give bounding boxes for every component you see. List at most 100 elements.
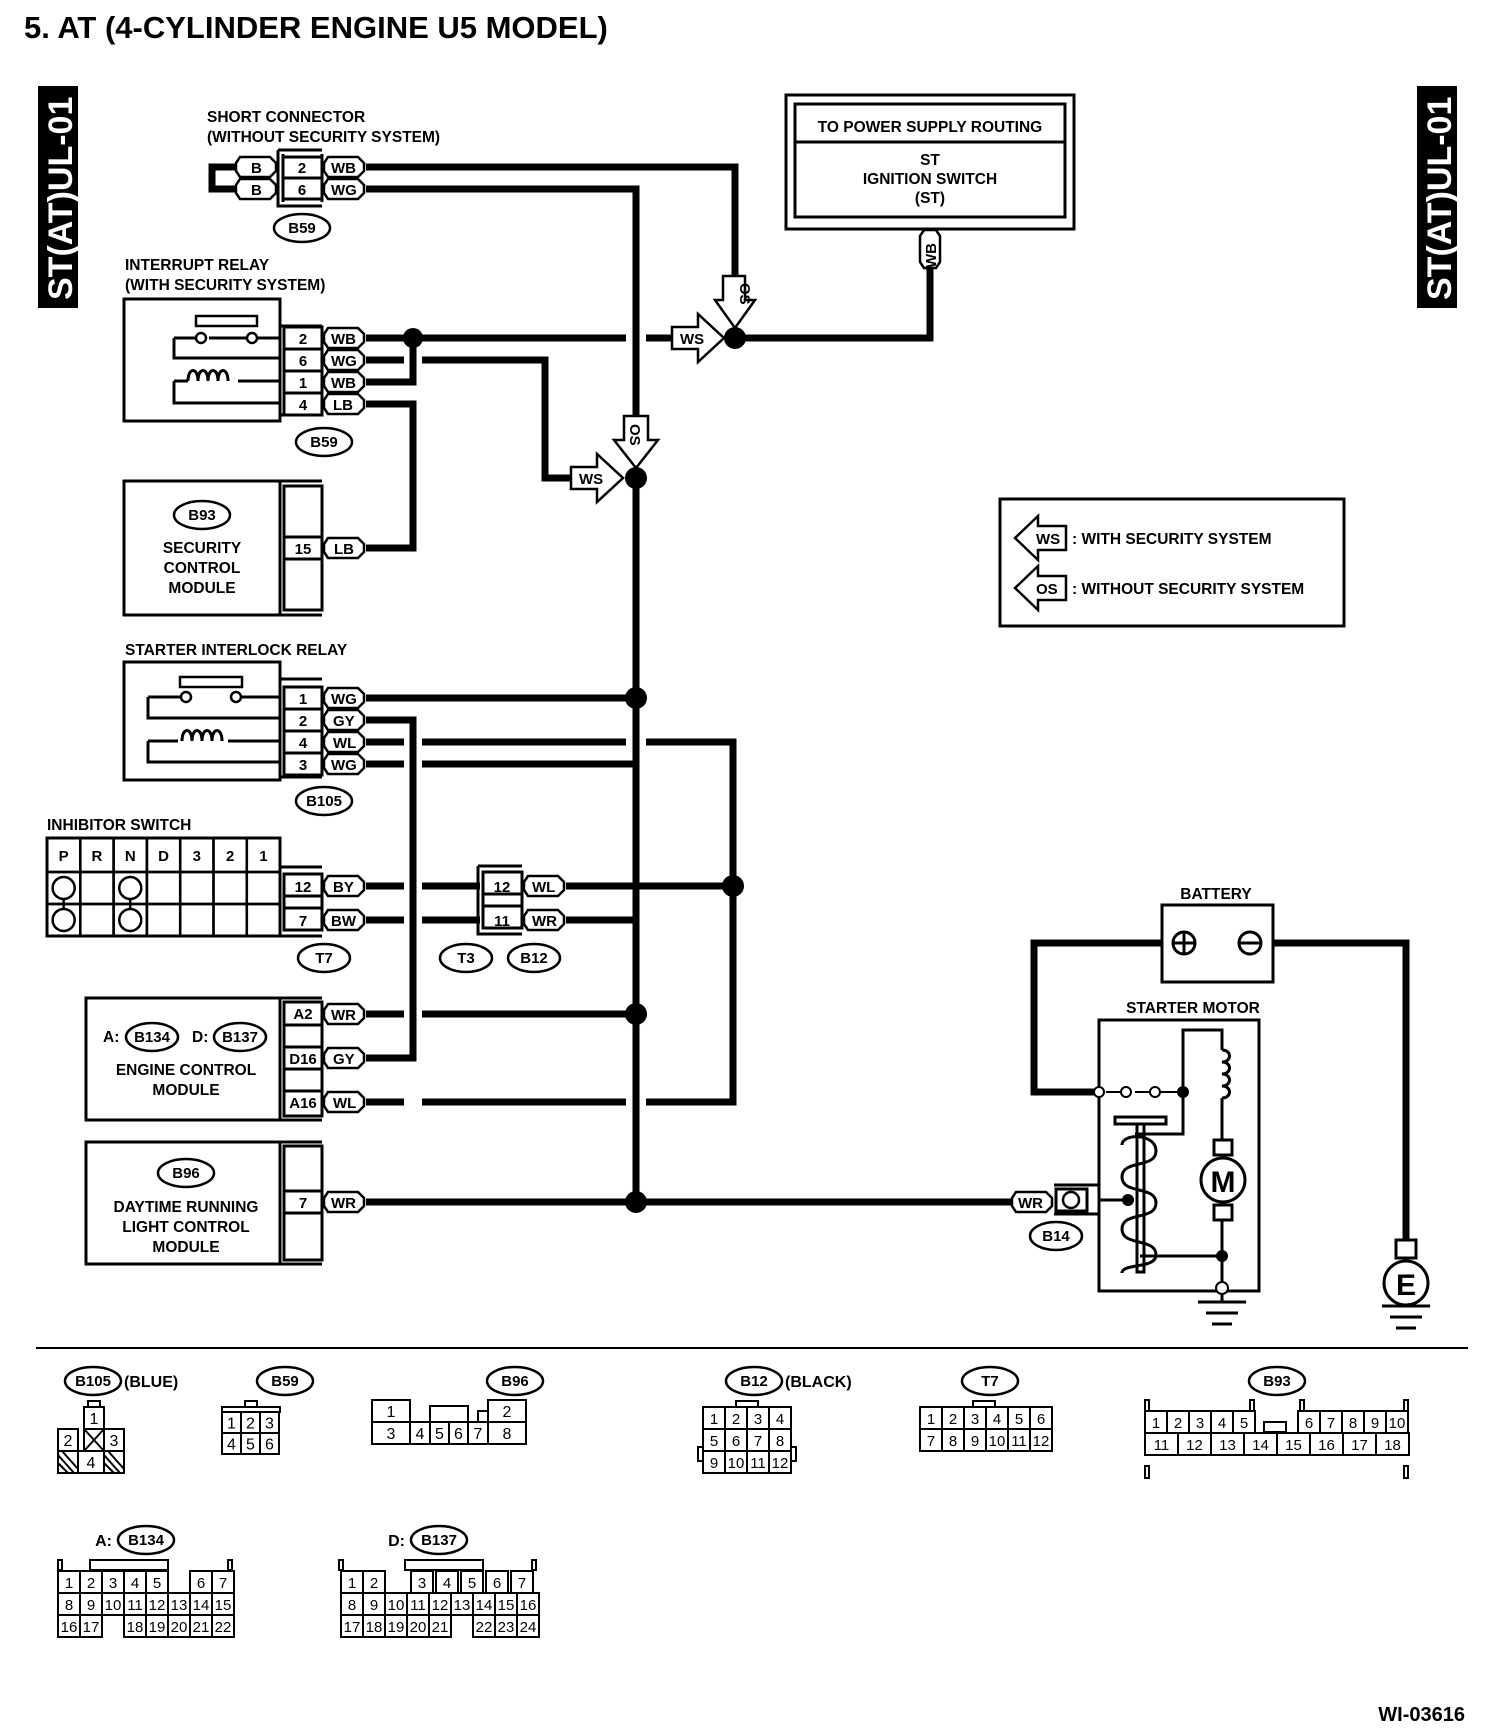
- connector-pin-number: 5: [1240, 1415, 1248, 1432]
- connector-pin-number: 1: [90, 1411, 99, 1428]
- wire-color-tag: LB: [334, 541, 354, 558]
- pin-number: 6: [298, 182, 306, 199]
- connector-pin-number: 19: [149, 1619, 166, 1636]
- wire-color-tag: WB: [331, 160, 356, 177]
- motor-icon: [1199, 1156, 1247, 1204]
- connector-pin-number: 18: [366, 1619, 383, 1636]
- power-supply-header: TO POWER SUPPLY ROUTING: [818, 119, 1043, 136]
- joint-connector: 12 11 WL WR T3 B12: [438, 864, 566, 974]
- junction-dot: [722, 875, 744, 897]
- battery: BATTERY: [1160, 886, 1275, 984]
- connector-pin-number: 4: [416, 1426, 425, 1443]
- shift-position-label: 2: [226, 848, 234, 865]
- connector-pin-number: 4: [993, 1411, 1001, 1428]
- connector-id: B93: [188, 507, 216, 524]
- junction-dot: [625, 1003, 647, 1025]
- connector-prefix: D:: [388, 1533, 405, 1550]
- connector-pin-number: 17: [83, 1619, 100, 1636]
- connector-id: B12: [740, 1373, 768, 1390]
- connector-pin-number: 21: [432, 1619, 449, 1636]
- connector-pin-number: 7: [927, 1433, 935, 1450]
- connector-pin-number: 21: [193, 1619, 210, 1636]
- connector-id: T7: [315, 950, 333, 967]
- connector-pin-number: 16: [520, 1597, 537, 1614]
- shift-position-label: D: [158, 848, 169, 865]
- wire-color-tag: WR: [1018, 1195, 1043, 1212]
- svg-text:OS: OS: [736, 283, 753, 305]
- connector-pin-number: 1: [387, 1404, 396, 1421]
- connector-pin-number: 11: [127, 1597, 143, 1614]
- wire-color-tag: GY: [333, 713, 355, 730]
- connector-pin-number: 9: [370, 1597, 378, 1614]
- wire-color-tag: WB: [331, 331, 356, 348]
- power-supply-st: ST: [920, 152, 940, 169]
- connector-pin-number: 5: [468, 1575, 476, 1592]
- connector-pin-number: 16: [61, 1619, 78, 1636]
- wire-color-tag: GY: [333, 1051, 355, 1068]
- module-label: MODULE: [152, 1082, 219, 1099]
- connector-pin-number: 15: [215, 1597, 232, 1614]
- connector-pin-number: 14: [476, 1597, 493, 1614]
- connector-pin-cell: [487, 1421, 527, 1445]
- pin-number: 2: [299, 713, 307, 730]
- connector-pin-number: 3: [1196, 1415, 1204, 1432]
- junction-dot: [625, 1191, 647, 1213]
- connector-pin-number: 18: [1384, 1437, 1401, 1454]
- connector-id: B105: [306, 793, 342, 810]
- wire-color-tag: BY: [333, 879, 354, 896]
- connector-color-note: (BLUE): [124, 1374, 178, 1391]
- connector-pin-number: 14: [193, 1597, 210, 1614]
- connector-id: B105: [75, 1373, 111, 1390]
- pin-number: 1: [299, 375, 307, 392]
- connector-id: B59: [310, 434, 338, 451]
- wire-color-tag: WB: [923, 243, 940, 268]
- connector-pin-number: 3: [109, 1575, 117, 1592]
- starter-interlock-relay-label: STARTER INTERLOCK RELAY: [125, 642, 348, 659]
- connector-pin-number: 20: [410, 1619, 427, 1636]
- page-title: 5. AT (4-CYLINDER ENGINE U5 MODEL): [24, 10, 608, 45]
- connector-pin-cell: [1029, 1428, 1053, 1452]
- connector-pin-cell: [516, 1614, 540, 1638]
- connector-pin-number: 11: [1011, 1433, 1027, 1450]
- connector-pin-number: 22: [476, 1619, 493, 1636]
- connector-pin-number: 10: [388, 1597, 405, 1614]
- wire-color-tag: WR: [331, 1007, 356, 1024]
- ws-arrow-top: WS: [670, 311, 726, 365]
- connector-pin-number: 2: [64, 1433, 73, 1450]
- connector-id: B59: [288, 220, 316, 237]
- connector-pin-number: 3: [110, 1433, 119, 1450]
- module-label: DAYTIME RUNNING: [114, 1199, 259, 1216]
- wire-color-tag: BW: [331, 913, 357, 930]
- switch-contact-icon: [51, 875, 76, 901]
- connector-pin-number: 2: [1174, 1415, 1182, 1432]
- connector-pin-number: 10: [989, 1433, 1006, 1450]
- motor-symbol: M: [1211, 1166, 1236, 1199]
- pin-number: 2: [298, 160, 306, 177]
- legend-tag: WS: [1036, 531, 1060, 548]
- short-connector-sublabel: (WITHOUT SECURITY SYSTEM): [207, 129, 440, 146]
- connector-pin-number: 9: [87, 1597, 95, 1614]
- side-tab-left-text: ST(AT)UL-01: [42, 97, 80, 300]
- switch-contact-icon: [51, 907, 76, 933]
- connector-pin-number: 9: [1371, 1415, 1379, 1432]
- shift-position-label: N: [125, 848, 136, 865]
- connector-pin-number: 8: [1349, 1415, 1357, 1432]
- connector-pin-number: 8: [776, 1433, 784, 1450]
- junction-dots: [403, 327, 746, 1213]
- connector-pin-number: 7: [219, 1575, 227, 1592]
- connector-pin-number: 1: [927, 1411, 935, 1428]
- connector-color-note: (BLACK): [785, 1374, 852, 1391]
- junction-dot: [625, 467, 647, 489]
- connector-prefix: A:: [95, 1533, 112, 1550]
- connector-pin-number: 1: [710, 1411, 718, 1428]
- battery-label: BATTERY: [1180, 886, 1252, 903]
- ignition-switch-terminal: (ST): [915, 190, 945, 207]
- connector-pin-number: 6: [265, 1437, 274, 1454]
- connector-pin-number: 4: [131, 1575, 139, 1592]
- ws-legend-icon: [1013, 513, 1068, 563]
